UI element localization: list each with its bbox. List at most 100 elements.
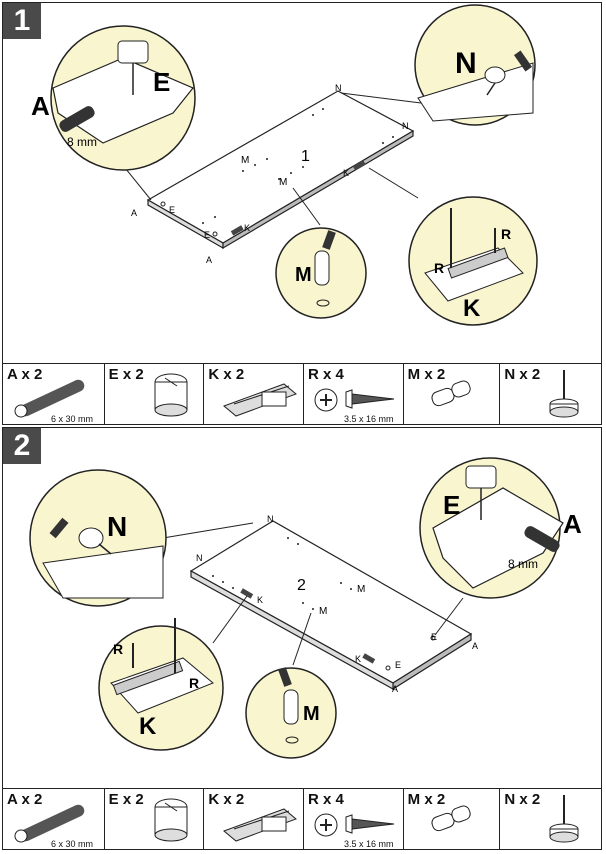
step-1-badge: 1 (3, 3, 41, 39)
step-2-illustration: 2 M M K K N N E A E A N (29, 457, 582, 759)
board-2-holes (212, 537, 436, 671)
board-1-slides (230, 160, 366, 236)
part-e-label-2: E x 2 (108, 791, 144, 808)
part-e-label: E x 2 (108, 366, 144, 383)
part-r-size: 3.5 x 16 mm (344, 414, 394, 424)
step-1-illustration: 1 M M K K N N A E E A A E (31, 4, 538, 326)
part-e-2: E x 2 (105, 789, 205, 849)
callout-drawer-slide-2 (98, 618, 224, 751)
board-1-label-n-top: N (335, 83, 342, 93)
callout-label-k-2: K (139, 713, 157, 740)
callout-shelf-pin (275, 227, 367, 319)
part-a-size-2: 6 x 30 mm (51, 839, 94, 849)
board-1-label-k-left: K (244, 223, 250, 233)
part-m-2: M x 2 (404, 789, 501, 849)
board-1-label-e-left: E (169, 205, 175, 215)
drawer-slide-icon (223, 808, 298, 842)
part-n-2: N x 2 (500, 789, 601, 849)
board-2-label-a-right: A (472, 641, 478, 651)
callout-label-e: E (153, 67, 170, 97)
callout-dowel-cam-2 (419, 457, 564, 599)
callout-label-a-2: A (563, 509, 582, 539)
part-a: A x 2 6 x 30 mm (3, 364, 105, 424)
board-1-label-m-top: M (241, 155, 249, 166)
callout-measure-2: 8 mm (508, 557, 538, 571)
part-k: K x 2 (204, 364, 304, 424)
callout-nail-glide-2 (29, 469, 167, 607)
parts-row-2: A x 2 6 x 30 mm E x 2 K x 2 R x 4 (2, 788, 602, 850)
drawer-slide-icon (223, 383, 298, 417)
part-r-label: R x 4 (308, 366, 344, 383)
board-2-label-e-bottom: E (395, 660, 401, 670)
board-2-number: 2 (297, 577, 306, 594)
cam-lock-icon (154, 798, 188, 842)
step-1-panel: 1 1 M M K K N N A E E A (2, 2, 602, 364)
board-2-label-m-right: M (357, 584, 365, 595)
callout-label-r-right: R (501, 226, 511, 242)
dowel-icon (14, 804, 85, 843)
parts-row-1: A x 2 6 x 30 mm E x 2 K x 2 R x 4 (2, 363, 602, 425)
board-2-label-n-top: N (267, 514, 274, 524)
board-1 (146, 90, 415, 250)
callout-label-r-left-2: R (113, 641, 123, 657)
screw-icon (314, 813, 395, 837)
shelf-pin-icon (431, 805, 471, 832)
board-1-number: 1 (301, 148, 310, 165)
board-1-label-m-mid: M (279, 177, 287, 188)
board-2-slides (240, 588, 376, 664)
callout-label-a: A (31, 91, 50, 121)
cam-lock-icon (154, 373, 188, 417)
board-1-label-a-bottom: A (206, 255, 212, 265)
step-2-arrows (162, 522, 464, 666)
callout-label-n-2: N (107, 511, 127, 542)
callout-label-r-left: R (434, 260, 444, 276)
part-k-2: K x 2 (204, 789, 304, 849)
board-2-label-k-right: K (355, 654, 361, 664)
part-r-size-2: 3.5 x 16 mm (344, 839, 394, 849)
board-1-label-n-right: N (402, 121, 409, 131)
part-m: M x 2 (404, 364, 501, 424)
nail-glide-icon (549, 795, 579, 843)
board-2-label-k-left: K (257, 595, 263, 605)
part-a-label: A x 2 (7, 366, 43, 383)
callout-measure: 8 mm (67, 135, 97, 149)
callout-label-e-2: E (443, 490, 460, 520)
callout-label-r-right-2: R (189, 675, 199, 691)
part-r-label-2: R x 4 (308, 791, 344, 808)
part-a-label-2: A x 2 (7, 791, 43, 808)
part-a-2: A x 2 6 x 30 mm (3, 789, 105, 849)
shelf-pin-icon (431, 380, 471, 407)
callout-label-m-2: M (303, 703, 320, 725)
part-r: R x 4 3.5 x 16 mm (304, 364, 404, 424)
board-1-holes (160, 108, 394, 237)
board-2 (189, 520, 473, 691)
part-m-label-2: M x 2 (407, 791, 446, 808)
part-e: E x 2 (105, 364, 205, 424)
step-2-badge: 2 (3, 428, 41, 464)
callout-label-n: N (455, 47, 477, 80)
nail-glide-icon (549, 370, 579, 418)
part-n: N x 2 (500, 364, 601, 424)
screw-icon (314, 388, 395, 412)
board-2-label-e-right: E (431, 632, 437, 642)
callout-shelf-pin-2 (245, 667, 337, 759)
step-2-panel: 2 2 M M K K N N E A E A (2, 427, 602, 789)
board-2-label-m-mid: M (319, 606, 327, 617)
callout-label-m: M (295, 264, 312, 286)
part-k-label-2: K x 2 (208, 791, 245, 808)
board-2-label-n-left: N (196, 553, 203, 563)
callout-dowel-cam (50, 25, 196, 171)
board-1-label-e-bottom: E (204, 230, 210, 240)
part-r-2: R x 4 3.5 x 16 mm (304, 789, 404, 849)
board-1-label-k-right: K (343, 168, 349, 178)
part-n-label: N x 2 (504, 366, 541, 383)
board-1-label-a-left: A (131, 208, 137, 218)
callout-drawer-slide (408, 196, 538, 326)
callout-label-k: K (463, 295, 481, 322)
part-n-label-2: N x 2 (504, 791, 541, 808)
board-2-label-a-bottom: A (392, 684, 398, 694)
dowel-icon (14, 379, 85, 418)
callout-nail-glide (414, 4, 536, 126)
part-m-label: M x 2 (407, 366, 446, 383)
part-k-label: K x 2 (208, 366, 245, 383)
